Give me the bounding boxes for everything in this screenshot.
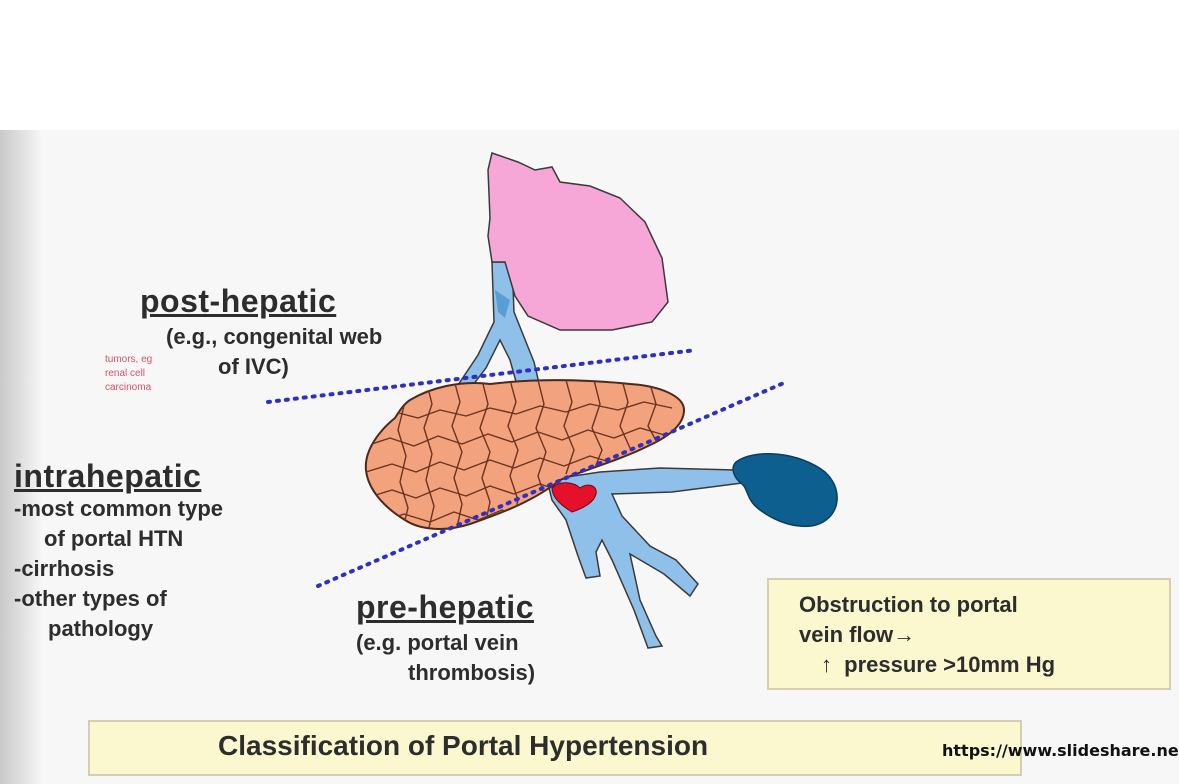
intrahepatic-heading: intrahepatic	[14, 458, 202, 494]
pre-hepatic-heading: pre-hepatic	[356, 589, 534, 625]
heart-shape	[487, 152, 669, 331]
tumor-note-line-1: tumors, eg	[105, 354, 153, 365]
post-hepatic-line-1: (e.g., congenital web	[166, 324, 383, 349]
obstruction-note-box: Obstruction to portal vein flow→ ↑ press…	[767, 578, 1171, 690]
intrahepatic-line-3: -cirrhosis	[14, 556, 115, 581]
pre-hepatic-line-1: (e.g. portal vein	[356, 630, 519, 655]
pre-hepatic-line-2: thrombosis)	[408, 660, 536, 685]
source-watermark: https://www.slideshare.net/	[942, 741, 1179, 760]
post-hepatic-line-2: of IVC)	[218, 354, 289, 379]
intrahepatic-line-5: pathology	[48, 616, 154, 641]
tumor-note: tumors, eg renal cell carcinoma	[105, 353, 152, 395]
divider-pre-hepatic	[316, 380, 788, 588]
portal-vessels	[547, 467, 744, 649]
post-hepatic-heading: post-hepatic	[140, 283, 337, 319]
note-line-3: ↑ pressure >10mm Hg	[799, 650, 1151, 680]
note-line-2: vein flow→	[799, 622, 916, 647]
intrahepatic-line-4: -other types of	[14, 586, 167, 611]
tumor-note-line-3: carcinoma	[105, 382, 152, 393]
divider-post-hepatic	[266, 348, 698, 404]
slide-edge-shadow	[0, 130, 42, 784]
slide-title: Classification of Portal Hypertension	[218, 730, 709, 761]
note-line-1: Obstruction to portal	[799, 592, 1018, 617]
note-line-3-text: pressure >10mm Hg	[844, 652, 1056, 677]
liver-shape	[364, 379, 686, 530]
intrahepatic-line-1: -most common type	[14, 496, 224, 521]
ivc-vessels	[450, 261, 543, 397]
up-arrow-icon: ↑	[821, 652, 832, 677]
tumor-note-line-2: renal cell	[105, 368, 146, 379]
title-box: Classification of Portal Hypertension	[88, 720, 1022, 776]
thrombus-shape	[551, 482, 597, 513]
spleen-shape	[732, 453, 838, 528]
intrahepatic-line-2: of portal HTN	[44, 526, 184, 551]
